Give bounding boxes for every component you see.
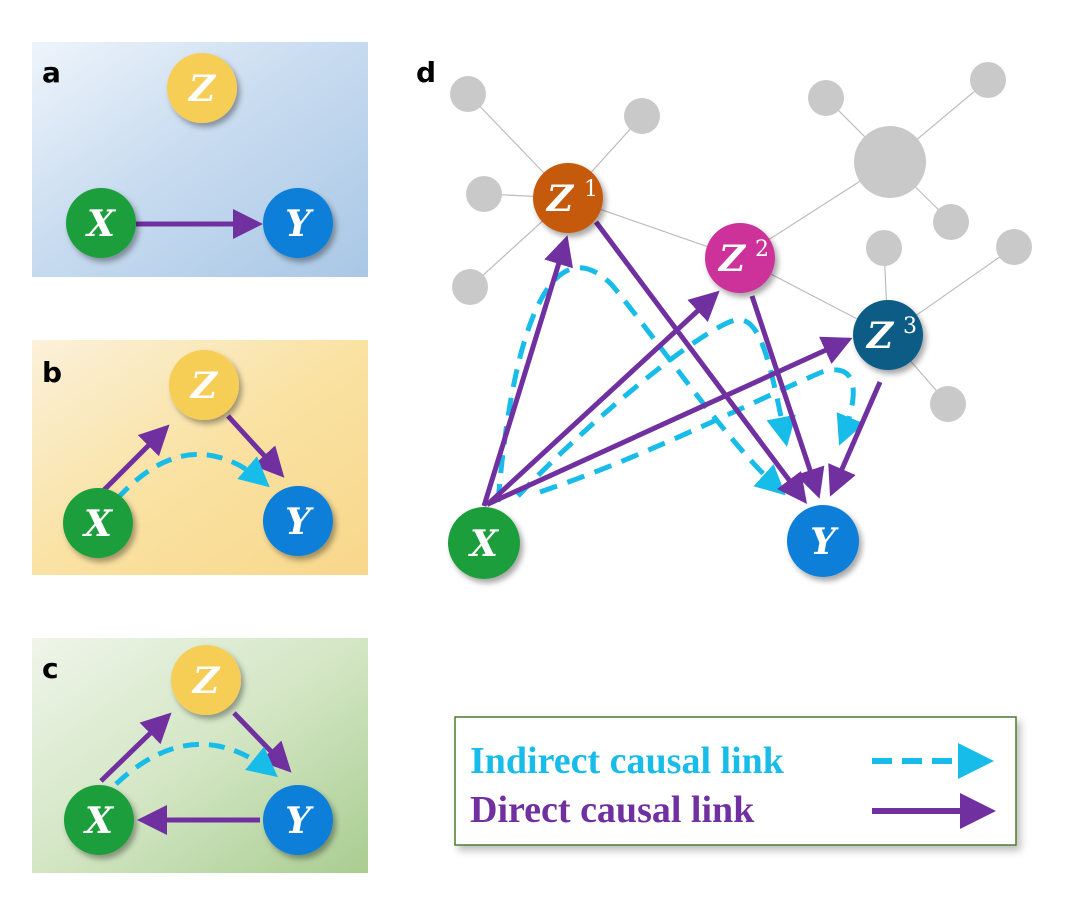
node-x [64, 785, 134, 855]
direct-link-x-to-z [100, 424, 170, 494]
node-z2-label: Z [717, 238, 747, 280]
background-node [933, 204, 969, 240]
indirect-link-x-via-z1-to-y [495, 265, 786, 503]
background-node [996, 229, 1032, 265]
node-z [167, 53, 237, 123]
background-node [450, 76, 486, 112]
background-node [854, 126, 926, 198]
panel-c-label: c [42, 652, 59, 685]
node-z-label: Z [187, 68, 217, 110]
node-z1 [533, 163, 603, 233]
direct-link-z3-to-y [828, 381, 883, 497]
direct-link-z-to-y [232, 711, 292, 773]
node-x-label: X [468, 523, 500, 565]
node-x-label: X [85, 203, 117, 245]
node-x [63, 488, 133, 558]
node-z-label: Z [189, 365, 219, 407]
node-z2-superscript: 2 [755, 237, 769, 262]
node-z-label: Z [191, 660, 221, 702]
node-y [263, 785, 333, 855]
node-y-label: Y [285, 501, 314, 543]
indirect-link-x-to-y [114, 741, 278, 786]
direct-links [481, 220, 883, 507]
node-y [787, 505, 859, 577]
panel-d-label: d [416, 56, 436, 89]
panel-c: c Z X Y [32, 638, 368, 873]
node-x-label: X [83, 800, 115, 842]
node-z2 [705, 223, 775, 293]
legend-direct-label: Direct causal link [470, 789, 755, 831]
background-node [466, 176, 502, 212]
node-x [66, 188, 136, 258]
background-node [970, 62, 1006, 98]
node-z1-label: Z [545, 178, 575, 220]
direct-link-x-to-z [99, 712, 172, 783]
node-z3 [853, 300, 923, 370]
background-node [624, 98, 660, 134]
panel-a-label: a [42, 56, 61, 89]
node-x-label: X [82, 503, 114, 545]
direct-link-z2-to-y [749, 295, 825, 499]
direct-link-z-to-y [226, 414, 285, 478]
panel-d: d [416, 56, 1032, 579]
node-y-label: Y [285, 203, 314, 245]
background-node [808, 80, 844, 116]
legend-box [454, 716, 1017, 846]
background-node [452, 269, 488, 305]
direct-link-z1-to-y [593, 220, 807, 505]
background-node [930, 386, 966, 422]
legend: Indirect causal link Direct causal link [454, 716, 1017, 846]
node-z [169, 350, 239, 420]
panel-b: b Z X Y [32, 340, 368, 575]
legend-indirect-label: Indirect causal link [470, 740, 785, 782]
node-y [263, 188, 333, 258]
background-network-nodes [450, 62, 1032, 422]
direct-link-x-to-z1 [481, 235, 573, 507]
node-z3-label: Z [865, 315, 895, 357]
direct-link-x-to-z3 [486, 336, 853, 507]
indirect-link-x-via-z2-to-y [516, 317, 796, 498]
indirect-link-x-via-z3-to-y [539, 367, 865, 495]
node-y-label: Y [285, 800, 314, 842]
node-z1-superscript: 1 [584, 177, 598, 202]
indirect-links [495, 265, 865, 503]
background-node [866, 230, 902, 266]
node-y [263, 486, 333, 556]
direct-link-x-to-z2 [485, 290, 720, 507]
node-z [171, 645, 241, 715]
panel-b-label: b [42, 356, 62, 389]
indirect-link-x-to-y [115, 451, 270, 501]
node-y-label: Y [810, 521, 839, 563]
panel-a: a Z X Y [32, 42, 368, 277]
node-z3-superscript: 3 [903, 314, 917, 339]
node-x [448, 507, 520, 579]
